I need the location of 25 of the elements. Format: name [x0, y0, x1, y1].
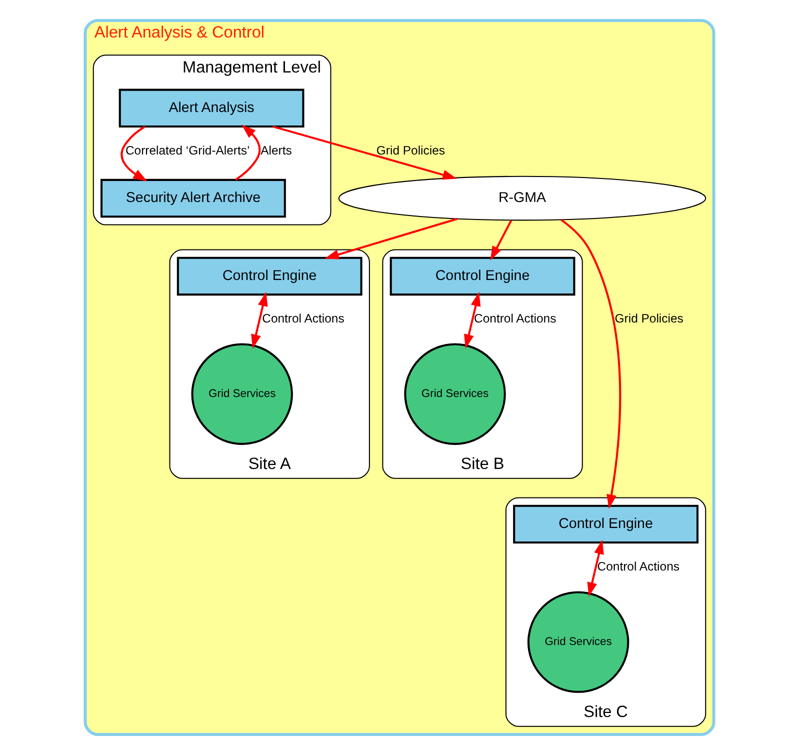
edge-label: Alerts [260, 144, 292, 158]
edge-label: Grid Policies [376, 144, 445, 158]
arrow [586, 540, 604, 597]
edge-label: Correlated ‘Grid-Alerts’ [124, 144, 250, 158]
edge-label: Grid Policies [614, 312, 683, 326]
node-box: Control Engine [512, 504, 698, 544]
node-box: Control Engine [176, 256, 362, 296]
arrow [490, 220, 512, 260]
node-ellipse: R-GMA [338, 176, 706, 221]
arrow [120, 126, 147, 182]
node-box: Alert Analysis [118, 88, 304, 128]
node-circle: Grid Services [404, 343, 506, 445]
arrow [250, 292, 268, 349]
node-box: Control Engine [389, 256, 575, 296]
arrow [463, 292, 480, 349]
edge-label: Control Actions [262, 312, 344, 326]
arrow [234, 124, 260, 181]
node-circle: Grid Services [190, 343, 292, 445]
node-circle: Grid Services [526, 591, 629, 693]
arrow [324, 218, 457, 260]
node-box: Security Alert Archive [100, 178, 286, 218]
edge-label: Control Actions [596, 560, 679, 574]
arrow [560, 219, 621, 509]
arrow [272, 126, 456, 180]
edge-label: Control Actions [474, 312, 556, 326]
